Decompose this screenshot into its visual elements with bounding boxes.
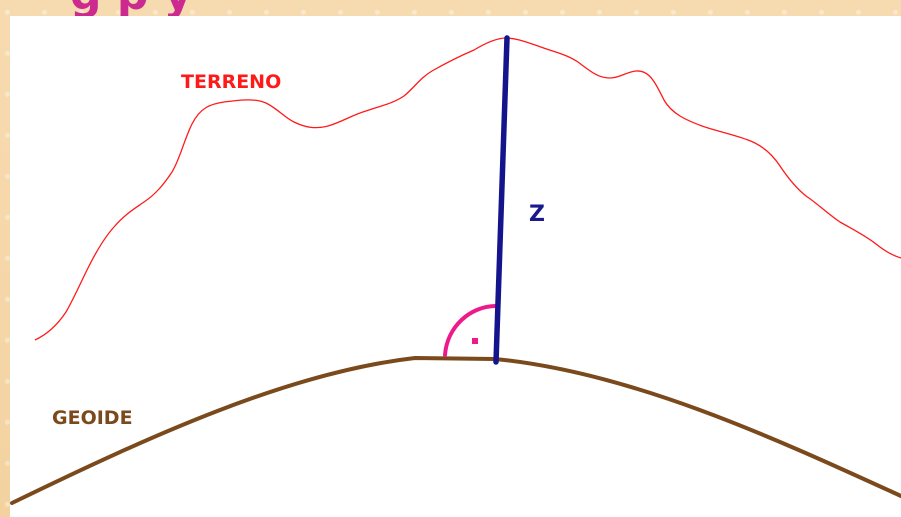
right-angle-dot: [472, 338, 478, 344]
terrain-line: [35, 38, 901, 340]
geoid-curve: [12, 358, 901, 503]
terrain-label: TERRENO: [181, 71, 281, 93]
right-angle-arc: [445, 306, 496, 355]
height-z-label: Z: [529, 202, 545, 227]
geoid-label: GEOIDE: [52, 407, 133, 429]
height-z-line: [496, 38, 507, 362]
slide-title-fragment: g p y: [70, 0, 901, 16]
geoid-height-diagram: TERRENO Z GEOIDE: [10, 16, 901, 517]
